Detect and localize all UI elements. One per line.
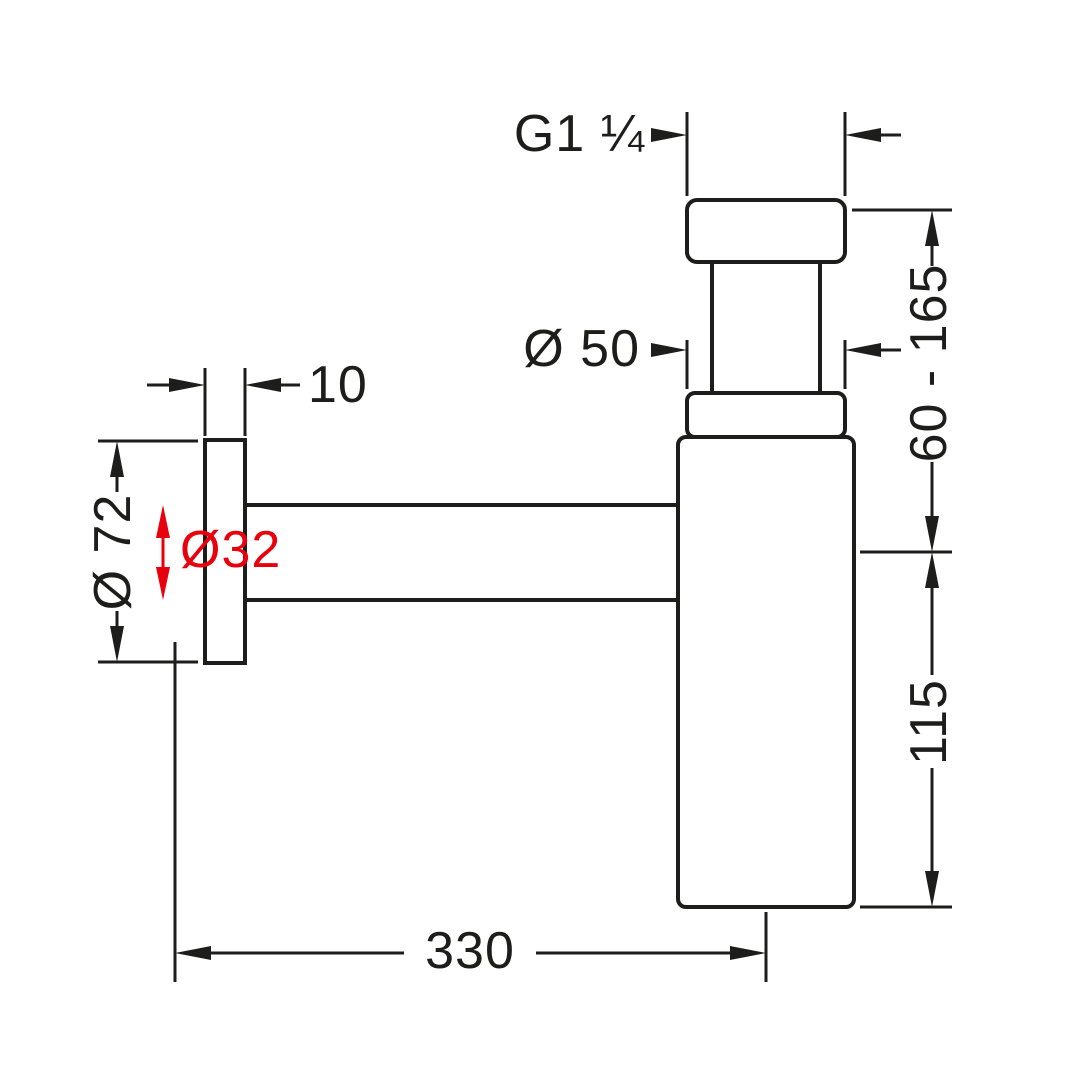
dim-wall-offset: 330 (173, 642, 768, 982)
dim-flange-thickness: 10 (147, 356, 368, 436)
diameter-50-label: Ø 50 (523, 320, 640, 378)
trap-body-cup (676, 435, 856, 909)
trap-upper-flange (685, 391, 847, 439)
dim-flange-diameter: Ø 72 (84, 439, 198, 664)
arrowhead-down-pointing (110, 626, 124, 662)
arrowhead-left-pointing (845, 343, 881, 357)
dim-body-height: 115 (860, 550, 958, 909)
flange-thickness-label: 10 (308, 356, 368, 414)
thread-size-label: G1 ¼ (514, 105, 645, 163)
arrowhead-up-pointing (925, 552, 939, 588)
arrowhead-up-pointing-red (156, 505, 170, 538)
flange-diameter-label: Ø 72 (84, 494, 142, 611)
dim-diameter-50: Ø 50 (523, 320, 901, 389)
arrowhead-down-pointing-red (156, 567, 170, 600)
arrowhead-right-pointing (651, 343, 687, 357)
arrowhead-left-pointing (845, 128, 881, 142)
arrowhead-right-pointing (651, 128, 687, 142)
dim-thread-size: G1 ¼ (514, 105, 901, 196)
arrowhead-left-pointing (245, 378, 281, 392)
siphon-outline (203, 198, 856, 909)
arrowhead-right-pointing (730, 946, 766, 960)
arrowhead-up-pointing (925, 210, 939, 246)
arrowhead-right-pointing (169, 378, 205, 392)
arrowhead-down-pointing (925, 516, 939, 552)
pipe-inner-diameter-label: Ø32 (180, 521, 281, 579)
arrowhead-down-pointing (925, 871, 939, 907)
trap-union-nut (685, 198, 847, 264)
arrowhead-up-pointing (110, 441, 124, 477)
wall-flange-rosette (203, 438, 247, 665)
body-height-label: 115 (900, 679, 958, 765)
adjustable-height-label: 60 - 165 (900, 264, 958, 463)
dim-adjustable-height: 60 - 165 (852, 208, 958, 552)
arrowhead-left-pointing (175, 946, 211, 960)
dim-pipe-inner-diameter: Ø32 (156, 505, 281, 600)
wall-offset-label: 330 (425, 922, 515, 980)
